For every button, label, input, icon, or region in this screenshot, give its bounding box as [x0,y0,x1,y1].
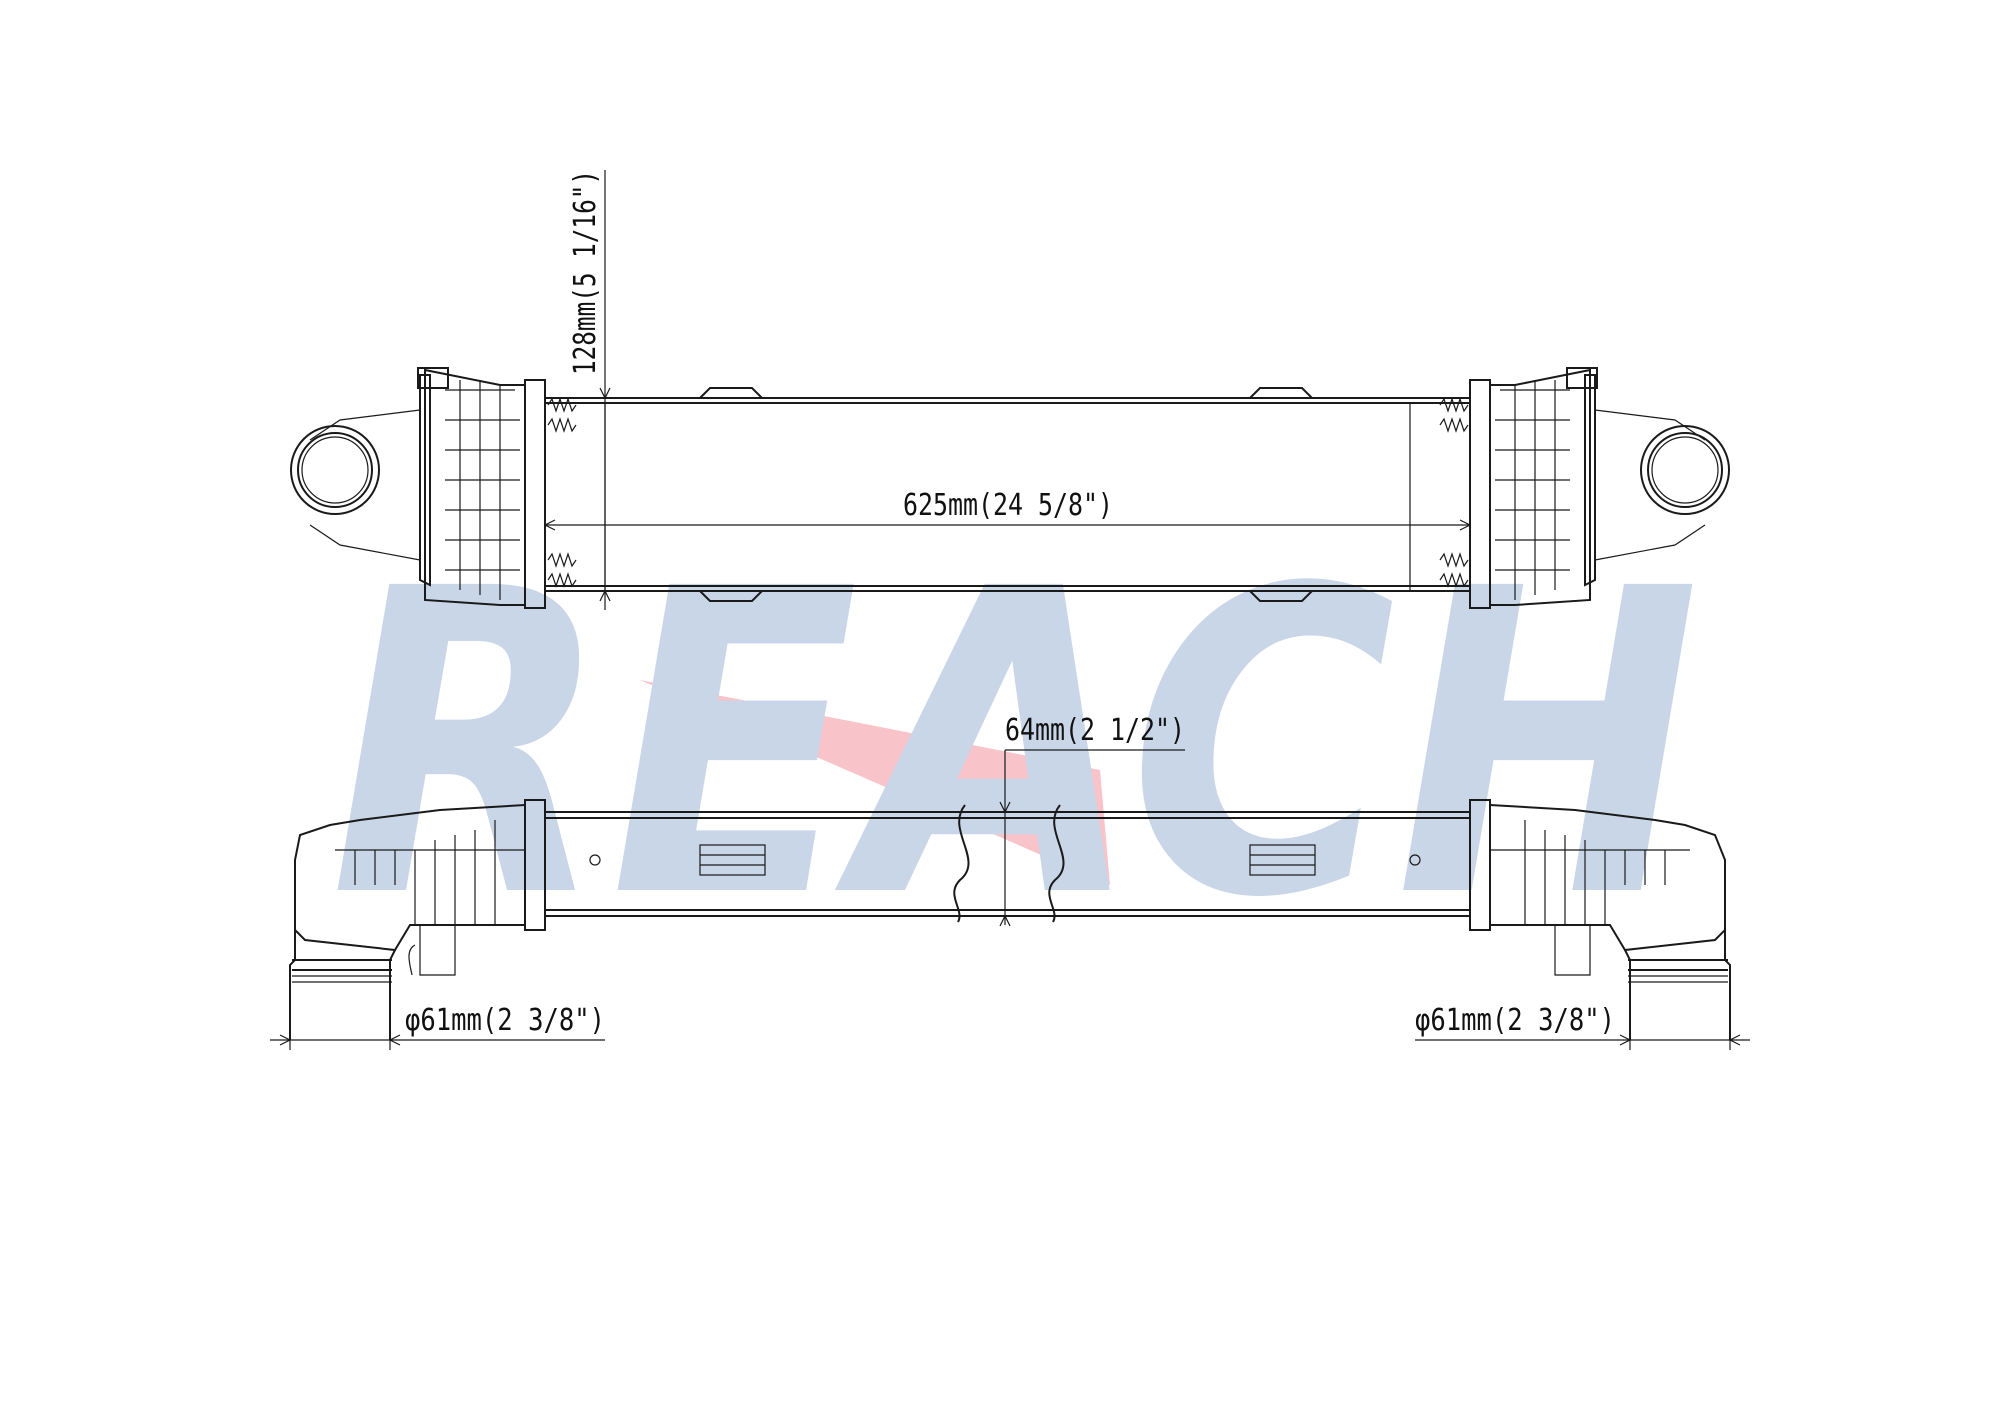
inlet-right-dimension: φ61mm(2 3/8") [1415,1003,1750,1050]
side-left-tank [294,799,546,976]
height-dimension-label: 128mm(5 1/16") [568,170,603,375]
length-dimension: 625mm(24 5/8") [543,488,1472,531]
top-left-tank [309,367,577,609]
side-core [545,804,1470,923]
top-right-tank [1439,367,1706,609]
top-core [545,387,1470,602]
inlet-right-dimension-label: φ61mm(2 3/8") [1415,1003,1615,1038]
top-view: 128mm(5 1/16") 625mm(24 5/8") [290,170,1730,610]
length-dimension-label: 625mm(24 5/8") [903,488,1113,523]
height-dimension: 128mm(5 1/16") [568,170,611,610]
reach-watermark: REACH [330,501,1700,990]
thickness-dimension-label: 64mm(2 1/2") [1005,713,1185,748]
side-left-inlet-pipe [289,860,396,1040]
watermark-accent-swoosh [640,680,1110,885]
inlet-left-dimension-label: φ61mm(2 3/8") [405,1003,605,1038]
watermark-logo-text: REACH [330,501,1700,990]
side-right-outlet-pipe [1624,860,1731,1040]
inlet-left-dimension: φ61mm(2 3/8") [270,1003,605,1050]
thickness-dimension: 64mm(2 1/2") [999,713,1185,927]
top-left-inlet-pipe [290,425,380,515]
side-view: 64mm(2 1/2") φ61mm(2 3/8") φ61mm(2 3/8") [270,713,1750,1050]
top-right-outlet-pipe [1640,425,1730,515]
